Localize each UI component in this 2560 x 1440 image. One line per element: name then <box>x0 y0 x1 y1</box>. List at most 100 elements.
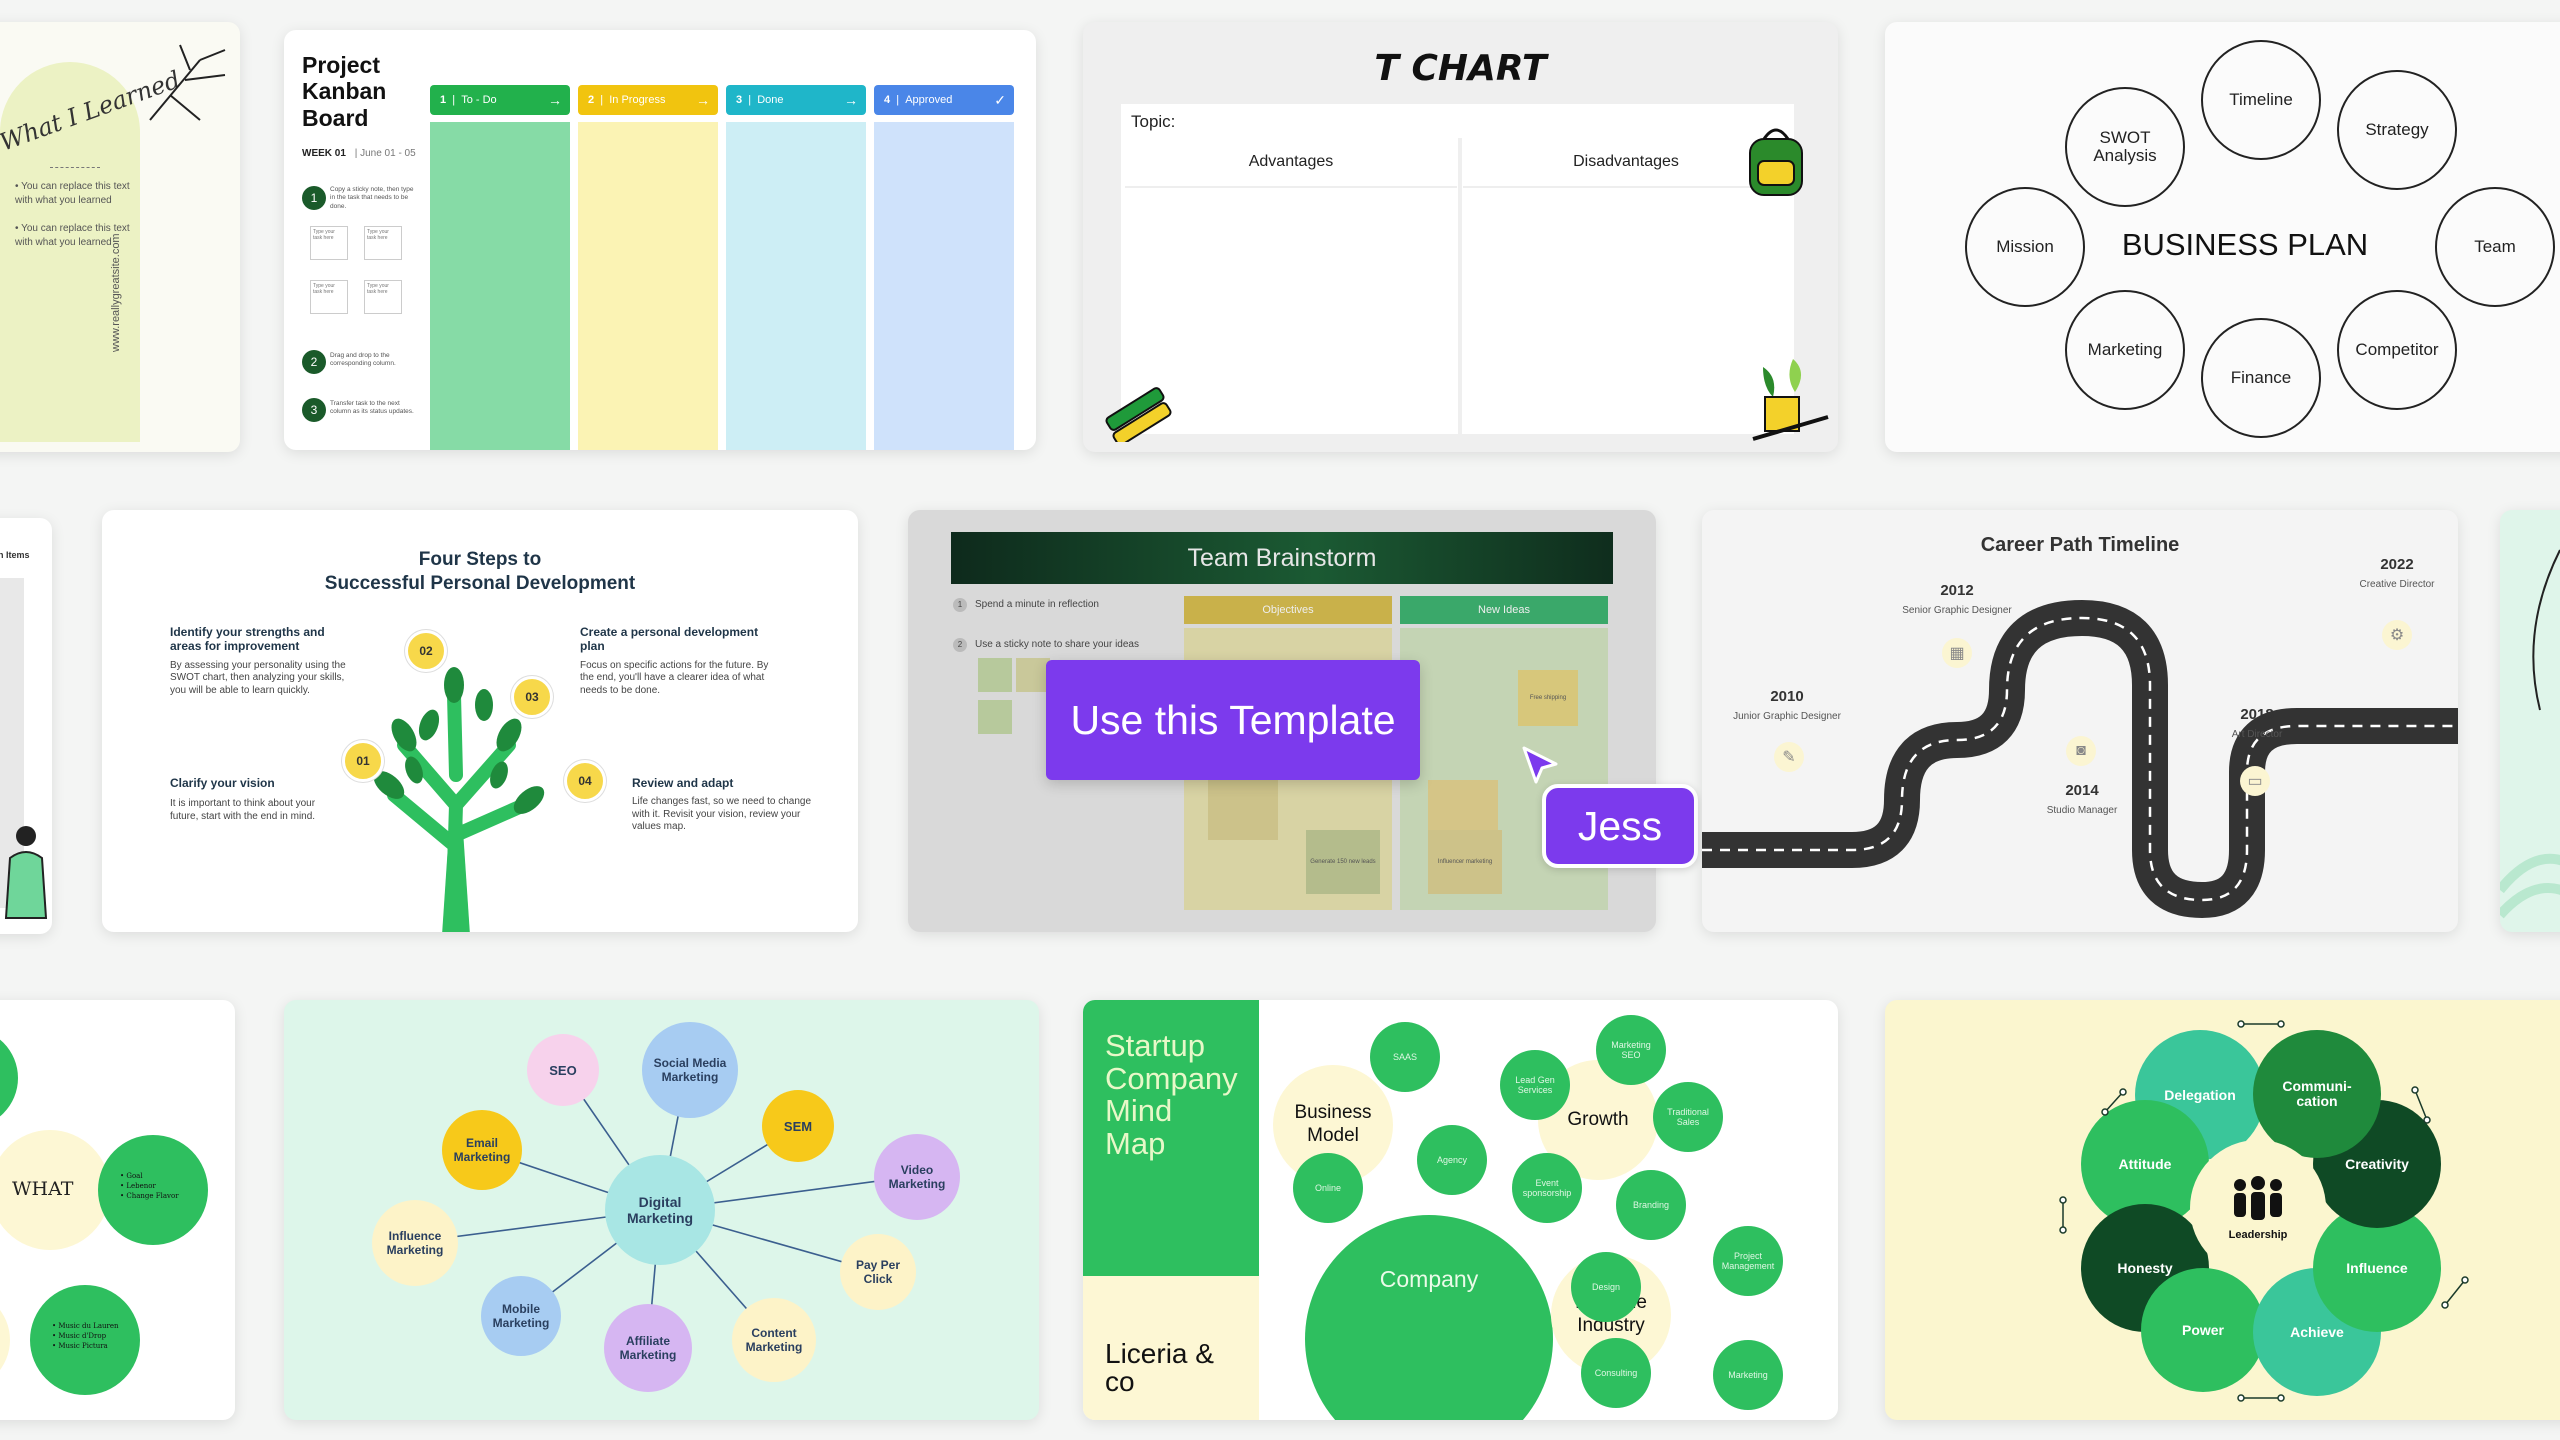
node-online: Online <box>1293 1153 1363 1223</box>
mm-content: Content Marketing <box>732 1298 816 1382</box>
node-marketing-seo: Marketing SEO <box>1596 1015 1666 1085</box>
bp-node-timeline: Timeline <box>2201 40 2321 160</box>
template-card-startup-mind-map[interactable]: Startup Company Mind Map Liceria & co Bu… <box>1083 1000 1838 1420</box>
four-steps-title: Four Steps to Successful Personal Develo… <box>324 549 636 594</box>
connector-dots <box>2059 1020 2469 1402</box>
template-card-digital-marketing[interactable]: Digital Marketing SEO Social Media Marke… <box>284 1000 1039 1420</box>
left-edge-label: n Items <box>0 550 30 560</box>
step-3: Clarify your vision It is important to t… <box>170 776 316 822</box>
divider <box>50 167 100 168</box>
camera-icon: ◙ <box>2066 736 2096 766</box>
mm-affiliate: Affiliate Marketing <box>604 1304 692 1392</box>
collaborator-label: Jess <box>1542 784 1698 868</box>
t-chart-title: T CHART <box>1374 48 1547 89</box>
kanban-step-1-text: Copy a sticky note, then type in the tas… <box>330 186 414 210</box>
laptop-icon: ▭ <box>2240 766 2270 796</box>
sticky-note: Type your task here <box>310 280 348 314</box>
step-marker-03: 03 <box>511 676 553 718</box>
kanban-col-todo <box>430 122 570 450</box>
step-1: Identify your strengths and areas for im… <box>170 625 346 696</box>
template-card-right-partial[interactable] <box>2500 510 2560 932</box>
road-graphic <box>1702 599 2458 919</box>
leaf-doodle-icon <box>149 44 226 121</box>
sticky-note <box>978 658 1012 692</box>
decor-blob <box>0 62 140 442</box>
mm-mobile: Mobile Marketing <box>481 1276 561 1356</box>
kanban-week: WEEK 01 | June 01 - 05 <box>302 148 416 159</box>
kanban-col-inprogress-header: 2 | In Progress→ <box>578 85 718 115</box>
node-branding: Branding <box>1616 1170 1686 1240</box>
t-chart-col-2-head: Disadvantages <box>1463 138 1789 188</box>
mm-seo: SEO <box>527 1034 599 1106</box>
template-card-t-chart[interactable]: T CHART Topic: Advantages Disadvantages <box>1083 22 1838 452</box>
gear-icon: ⚙ <box>2382 620 2412 650</box>
sticky-note <box>978 700 1012 734</box>
step-marker-01: 01 <box>342 740 384 782</box>
template-card-business-plan[interactable]: BUSINESS PLAN SWOT Analysis Timeline Str… <box>1885 22 2560 452</box>
kanban-col-approved-header: 4 | Approved✓ <box>874 85 1014 115</box>
template-card-what[interactable]: WHAT • Goal • Lebenor • Change Flavor • … <box>0 1000 235 1420</box>
startup-title: Startup Company Mind Map <box>1105 1028 1238 1161</box>
startup-yellow-panel <box>1083 1276 1259 1420</box>
node-design: Design <box>1571 1252 1641 1322</box>
sticky-note: Type your task here <box>310 226 348 260</box>
mm-video: Video Marketing <box>874 1134 960 1220</box>
node-saas: SAAS <box>1370 1022 1440 1092</box>
brainstorm-header: Team Brainstorm <box>951 532 1613 584</box>
learned-bullet-1: • You can replace this text with what yo… <box>15 181 130 206</box>
kanban-step-3-text: Transfer task to the next column as its … <box>330 400 414 416</box>
template-card-kanban[interactable]: Project Kanban Board WEEK 01 | June 01 -… <box>284 30 1036 450</box>
team-icon <box>2234 1176 2282 1220</box>
bp-node-marketing: Marketing <box>2065 290 2185 410</box>
use-this-template-button[interactable]: Use this Template <box>1046 660 1420 780</box>
kanban-col-done <box>726 122 866 450</box>
mm-social: Social Media Marketing <box>642 1022 738 1118</box>
mm-ppc: Pay Per Click <box>840 1234 916 1310</box>
decor-circle <box>0 1028 18 1128</box>
what-word: WHAT <box>12 1178 74 1200</box>
person-illustration <box>4 826 48 919</box>
kanban-step-2-num: 2 <box>302 350 326 374</box>
step-4: Review and adapt Life changes fast, so w… <box>632 776 812 832</box>
template-card-left-partial[interactable]: n Items <box>0 518 52 934</box>
bp-node-swot: SWOT Analysis <box>2065 87 2185 207</box>
business-plan-title: BUSINESS PLAN <box>2121 227 2369 262</box>
plant-icon <box>1752 359 1829 441</box>
t-chart-sheet: Topic: Advantages Disadvantages <box>1121 104 1794 434</box>
backpack-icon <box>1749 128 1803 196</box>
bp-node-mission: Mission <box>1965 187 2085 307</box>
lead-center: Leadership <box>2190 1140 2326 1276</box>
decor-circle <box>0 1290 10 1390</box>
template-card-leadership[interactable]: Delegation Attitude Honesty Power Achiev… <box>1885 1000 2560 1420</box>
topic-label: Topic: <box>1131 112 1176 131</box>
what-list-1: • Goal • Lebenor • Change Flavor <box>120 1172 179 1200</box>
bp-node-finance: Finance <box>2201 318 2321 438</box>
sticky-note <box>1016 658 1050 692</box>
template-card-what-i-learned[interactable]: What I Learned • You can replace this te… <box>0 22 240 452</box>
sticky-note: Type your task here <box>364 226 402 260</box>
kanban-step-3-num: 3 <box>302 398 326 422</box>
template-card-four-steps[interactable]: Four Steps to Successful Personal Develo… <box>102 510 858 932</box>
node-marketing: Marketing <box>1713 1340 1783 1410</box>
node-consulting: Consulting <box>1581 1338 1651 1408</box>
new-ideas-header: New Ideas <box>1400 596 1608 624</box>
node-traditional-sales: Traditional Sales <box>1653 1082 1723 1152</box>
kanban-col-inprogress <box>578 122 718 450</box>
brainstorm-title: Team Brainstorm <box>1187 543 1377 572</box>
kanban-col-done-header: 3 | Done→ <box>726 85 866 115</box>
pencil-icon: ✎ <box>1774 742 1804 772</box>
bp-node-strategy: Strategy <box>2337 70 2457 190</box>
lead-power: Power <box>2141 1268 2265 1392</box>
t-chart-col-1-head: Advantages <box>1125 138 1457 188</box>
lead-communication: Communi-cation <box>2253 1030 2381 1158</box>
what-list-2: • Music du Lauren • Music d'Drop • Music… <box>52 1322 119 1350</box>
sticky-note <box>1208 780 1278 840</box>
idea-note-influencer: Influencer marketing <box>1428 830 1502 894</box>
